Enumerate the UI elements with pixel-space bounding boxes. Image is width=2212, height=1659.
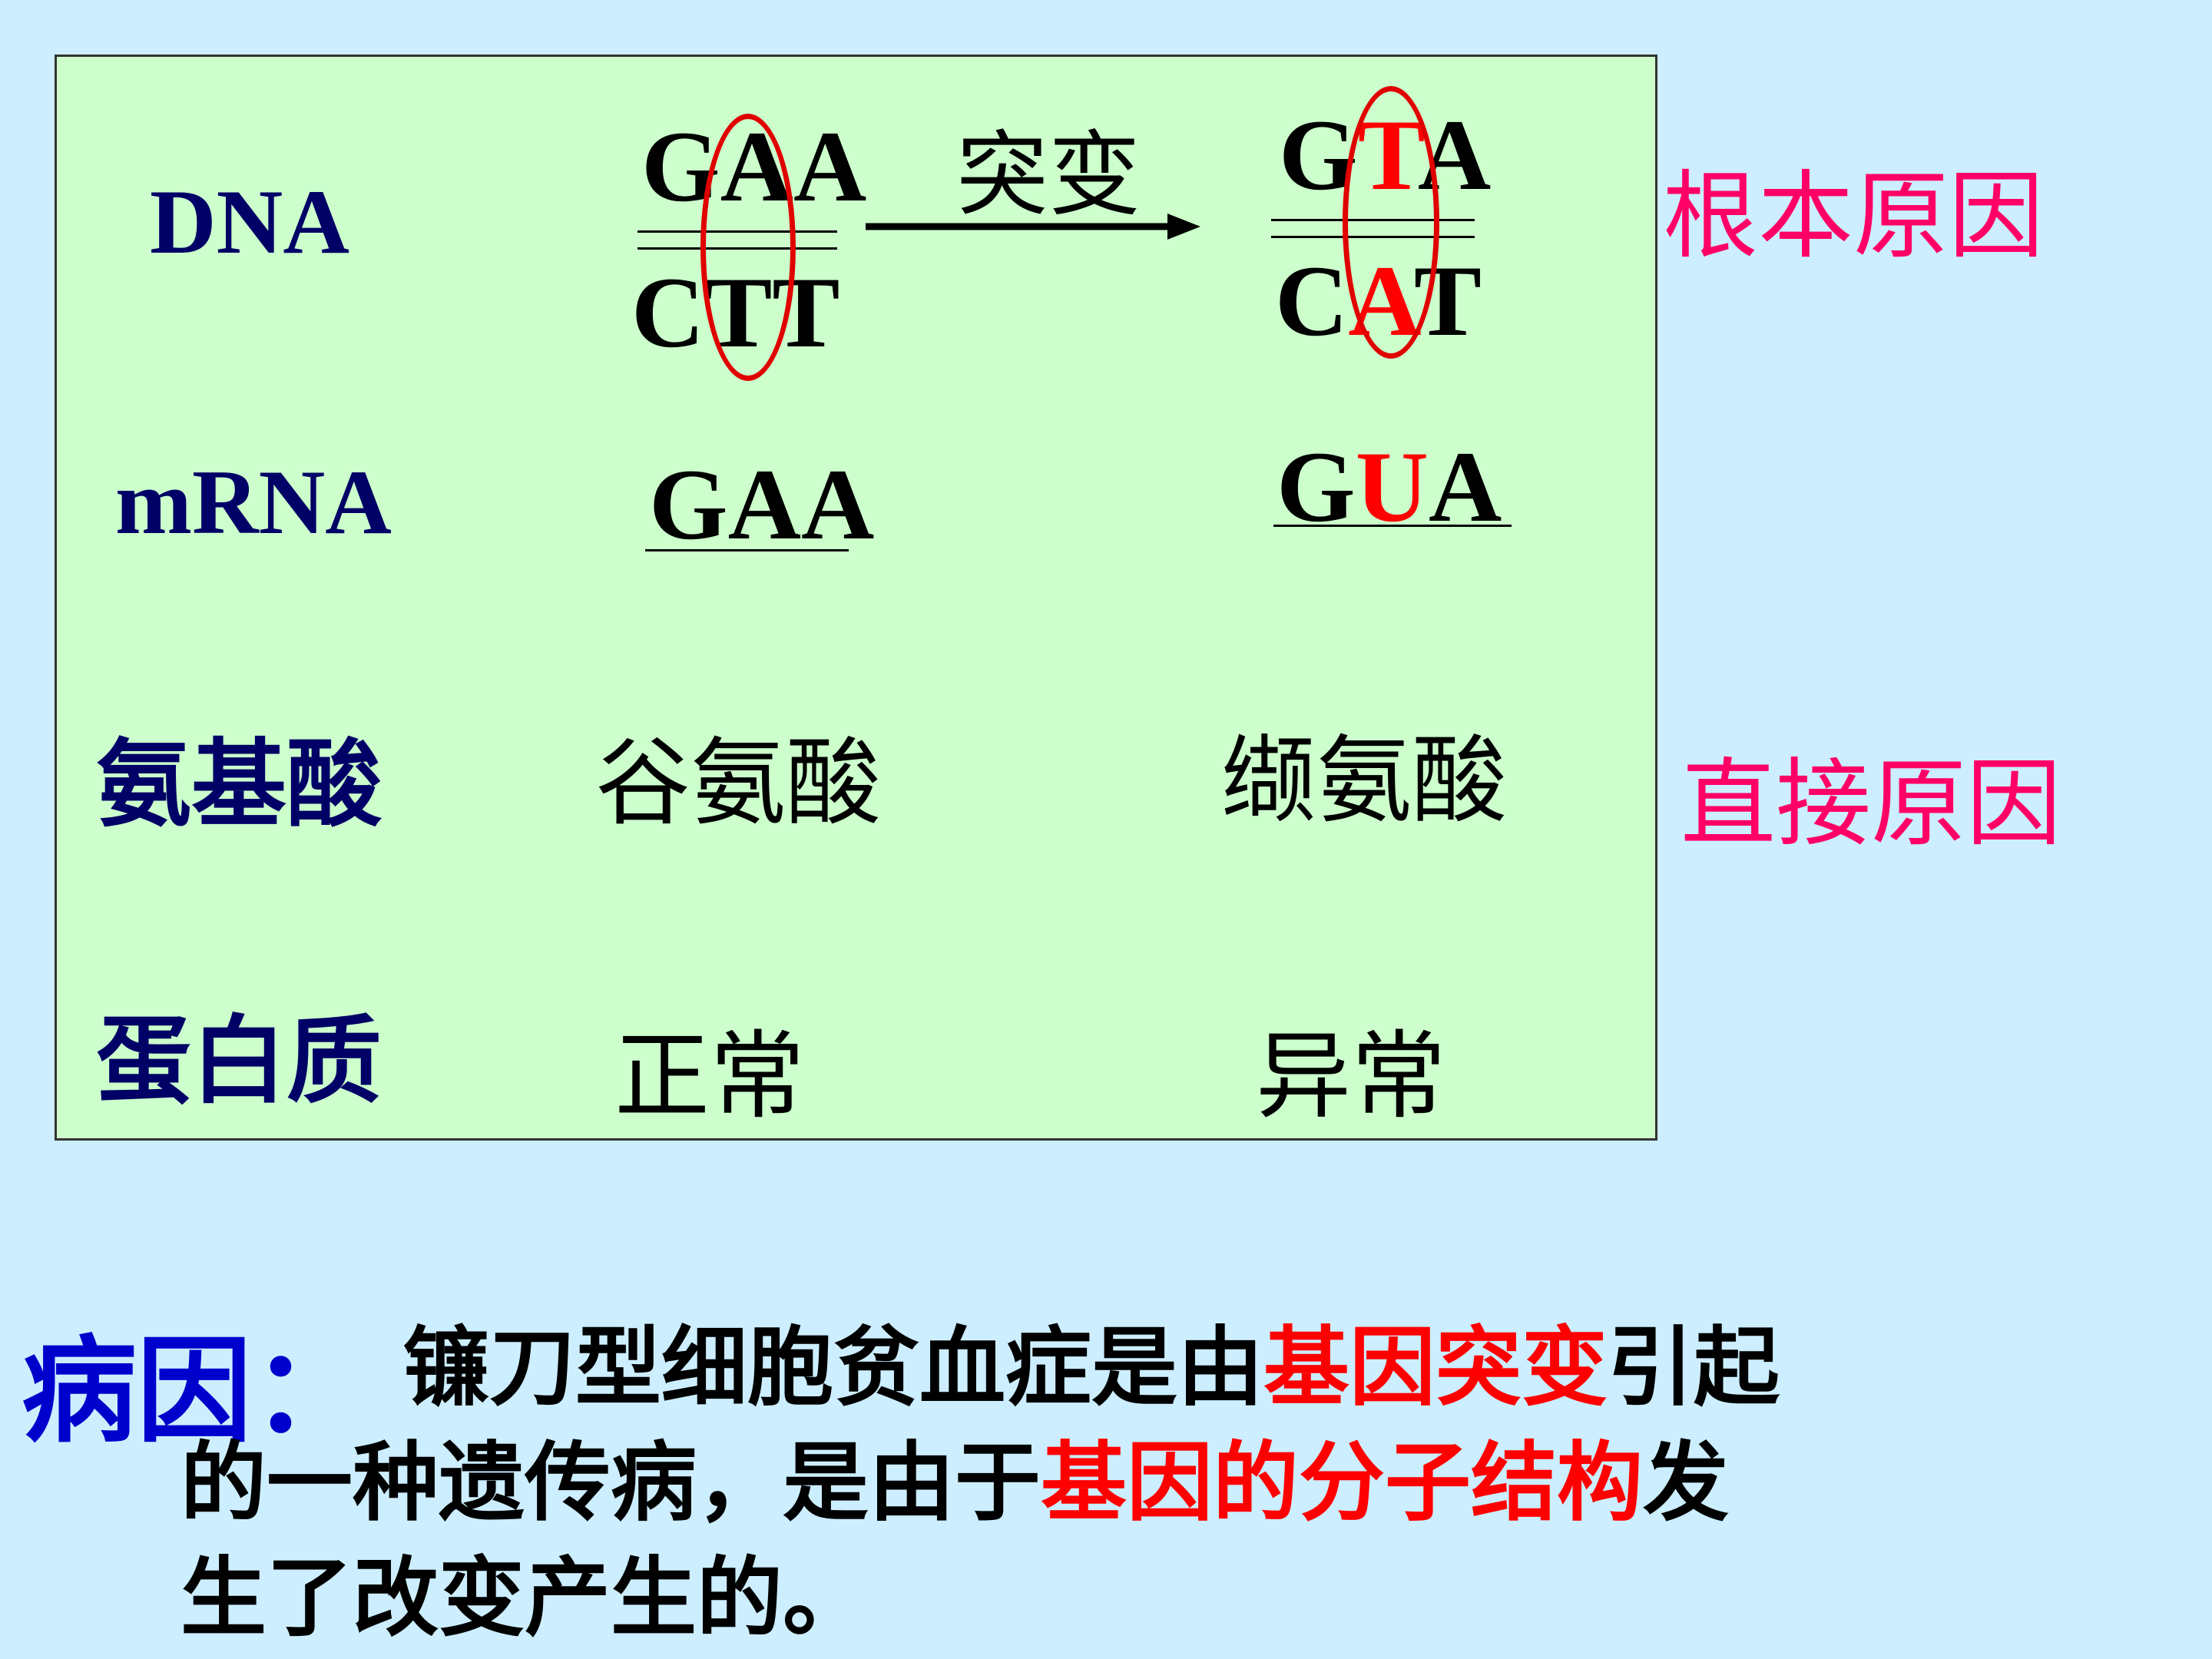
mrna-underline [1273,525,1512,527]
base: A [1429,430,1502,543]
text-run: 发 [1643,1433,1729,1533]
base: A [727,448,802,561]
cause-title: 病因： [22,1325,368,1459]
fundamental-reason-label: 根本原因 [1663,161,2045,272]
normal-base-highlight-ellipse [700,114,796,381]
cause-text-line-3: 生了改变产生的。 [180,1548,869,1648]
row-label-dna: DNA [150,171,349,273]
base: A [793,110,867,223]
mrna-underline [645,549,849,551]
mutation-arrow-icon [866,214,1200,240]
base: G [1277,430,1356,543]
base: C [1275,244,1349,357]
highlighted-term: 基因突变 [1263,1318,1608,1418]
mutant-amino-acid: 缬氨酸 [1221,726,1508,836]
mutant-protein: 异常 [1256,1022,1447,1132]
normal-mrna: GAA [649,445,874,563]
mutation-label: 突变 [956,122,1141,229]
base: C [631,256,705,369]
cause-text-line-1: 镰刀型细胞贫血症是由基因突变引起 [403,1298,1780,1422]
base: A [801,448,875,561]
mutated-base: U [1355,430,1429,543]
normal-amino-acid: 谷氨酸 [595,728,882,839]
direct-reason-label: 直接原因 [1681,749,2062,859]
highlighted-term: 基因的分子结构 [1041,1433,1643,1533]
mutant-base-highlight-ellipse [1343,86,1439,359]
cause-text-line-2: 的一种遗传病，是由于基因的分子结构发 [180,1413,1729,1538]
normal-protein: 正常 [614,1022,806,1132]
mutant-mrna: GUA [1277,428,1502,545]
row-label-amino-acid: 氨基酸 [96,730,382,840]
row-label-protein: 蛋白质 [96,1006,382,1117]
row-label-mrna: mRNA [115,451,392,553]
text-run: 的一种遗传病，是由于 [180,1433,1041,1533]
text-run: 引起 [1608,1318,1780,1418]
text-run: 镰刀型细胞贫血症是由 [403,1318,1263,1418]
base: G [649,448,728,561]
